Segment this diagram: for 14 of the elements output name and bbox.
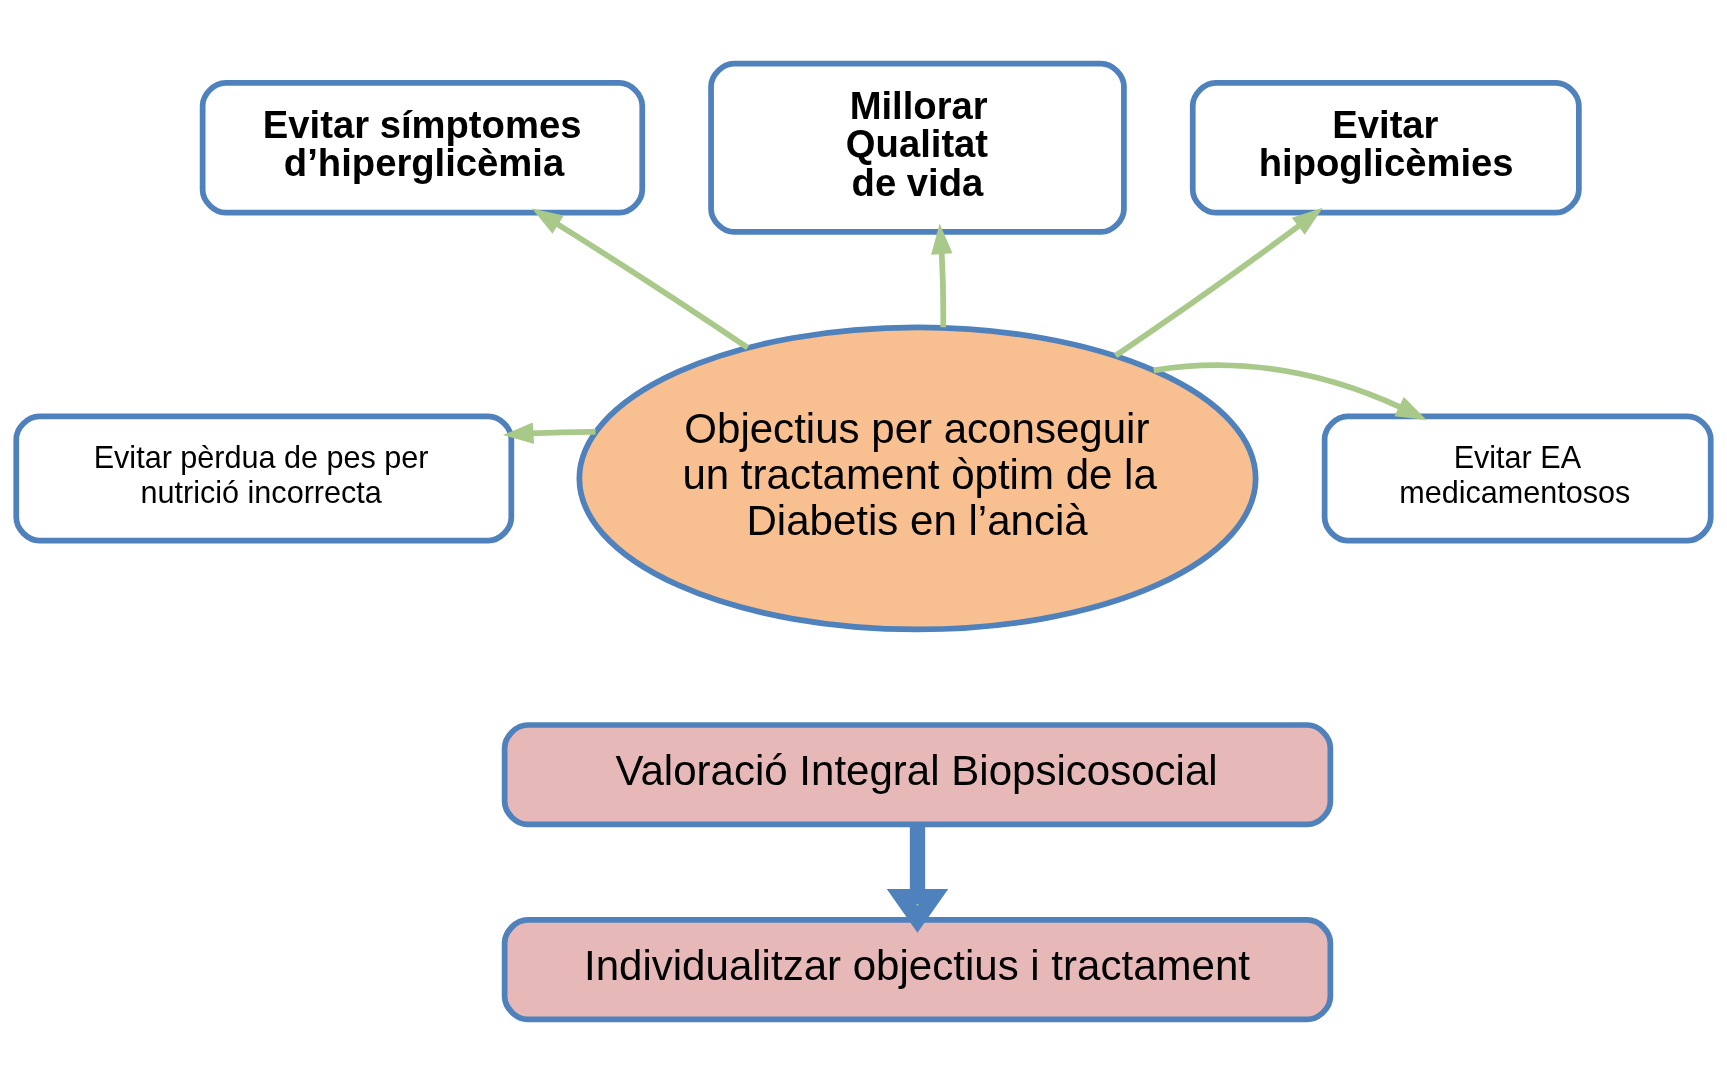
arrow (1153, 362, 1427, 420)
arrow (886, 824, 949, 933)
node-box: Evitar hipoglicèmies (1189, 79, 1582, 216)
node-box: Valoració Integral Biopsicosocial (501, 722, 1334, 828)
arrow (532, 208, 750, 351)
node-box: Evitar símptomes d’hiperglicèmia (199, 79, 646, 216)
node-box: Evitar pèrdua de pes per nutrició incorrecta (13, 413, 515, 544)
arrow (502, 422, 596, 444)
node-box: Millorar Qualitat de vida (708, 60, 1127, 235)
node-ellipse: Objectius per aconseguir un tractament òptim de la Diabetis en l’ancià (576, 324, 1259, 633)
node-box: Individualitzar objectius i tractament (501, 917, 1334, 1023)
node-box: Evitar EA medicamentosos (1321, 413, 1714, 544)
arrow (1113, 207, 1323, 359)
arrow (931, 223, 953, 328)
